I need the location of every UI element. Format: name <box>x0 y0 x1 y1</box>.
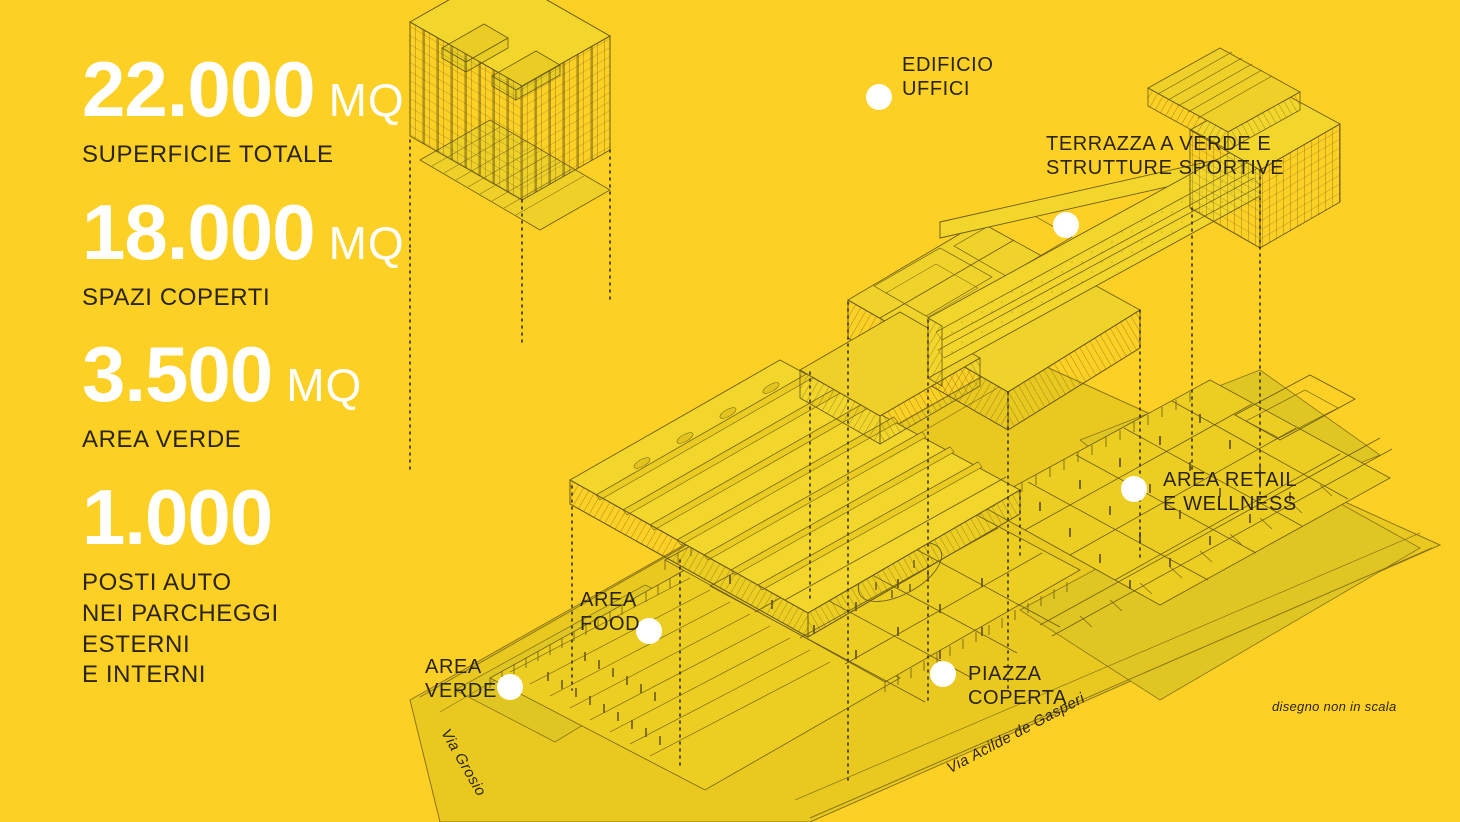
base-plan-left-block <box>489 569 901 791</box>
stat-unit: MQ <box>328 216 405 269</box>
stat-value: 18.000 <box>82 187 316 276</box>
callout-dot-piazza-coperta[interactable] <box>930 661 956 687</box>
office-tower <box>408 0 612 231</box>
callout-label-area-retail: AREA RETAIL E WELLNESS <box>1163 469 1298 516</box>
stat-unit: MQ <box>286 359 363 412</box>
stat-label: POSTI AUTO NEI PARCHEGGI ESTERNI E INTER… <box>82 569 279 689</box>
callout-dot-edificio-uffici[interactable] <box>866 84 892 110</box>
callout-label-terrazza-verde: TERRAZZA A VERDE E STRUTTURE SPORTIVE <box>1046 133 1285 180</box>
stat-label: AREA VERDE <box>82 426 242 454</box>
callout-label-piazza-coperta: PIAZZA COPERTA <box>968 663 1068 710</box>
callout-label-edificio-uffici: EDIFICIO UFFICI <box>902 54 994 101</box>
scale-disclaimer-note: disegno non in scala <box>1272 699 1397 714</box>
stat-label: SPAZI COPERTI <box>82 283 271 311</box>
callout-dot-area-verde[interactable] <box>497 674 523 700</box>
sawtooth-canopy-roof <box>569 359 1021 638</box>
stat-figure: 18.000 MQ <box>82 193 512 271</box>
stat-figure: 22.000 MQ <box>82 50 512 128</box>
stat-spazi-coperti: 18.000 MQ SPAZI COPERTI <box>82 193 512 314</box>
isometric-exploded-diagram <box>380 0 1460 822</box>
callout-label-area-food: AREA FOOD <box>580 589 641 636</box>
callout-label-area-verde: AREA VERDE <box>425 656 497 703</box>
stat-superficie-totale: 22.000 MQ SUPERFICIE TOTALE <box>82 50 512 171</box>
stat-posti-auto: 1.000 POSTI AUTO NEI PARCHEGGI ESTERNI E… <box>82 478 512 691</box>
statistics-panel: 22.000 MQ SUPERFICIE TOTALE 18.000 MQ SP… <box>82 50 512 707</box>
stat-unit: MQ <box>328 74 405 126</box>
stat-value: 22.000 <box>82 45 316 133</box>
stat-figure: 3.500 MQ <box>82 335 512 413</box>
stat-label: SUPERFICIE TOTALE <box>82 141 334 168</box>
base-plan-right-block <box>979 374 1393 637</box>
explosion-guide-lines <box>409 139 1261 781</box>
stat-area-verde: 3.500 MQ AREA VERDE <box>82 335 512 456</box>
stat-value: 1.000 <box>82 473 273 562</box>
callout-dot-terrazza-verde[interactable] <box>1053 212 1079 238</box>
elevated-terrace-slab <box>927 47 1341 387</box>
stat-value: 3.500 <box>82 330 273 419</box>
stat-figure: 1.000 <box>82 478 512 556</box>
callout-dot-area-retail[interactable] <box>1121 476 1147 502</box>
callout-dot-area-food[interactable] <box>636 618 662 644</box>
